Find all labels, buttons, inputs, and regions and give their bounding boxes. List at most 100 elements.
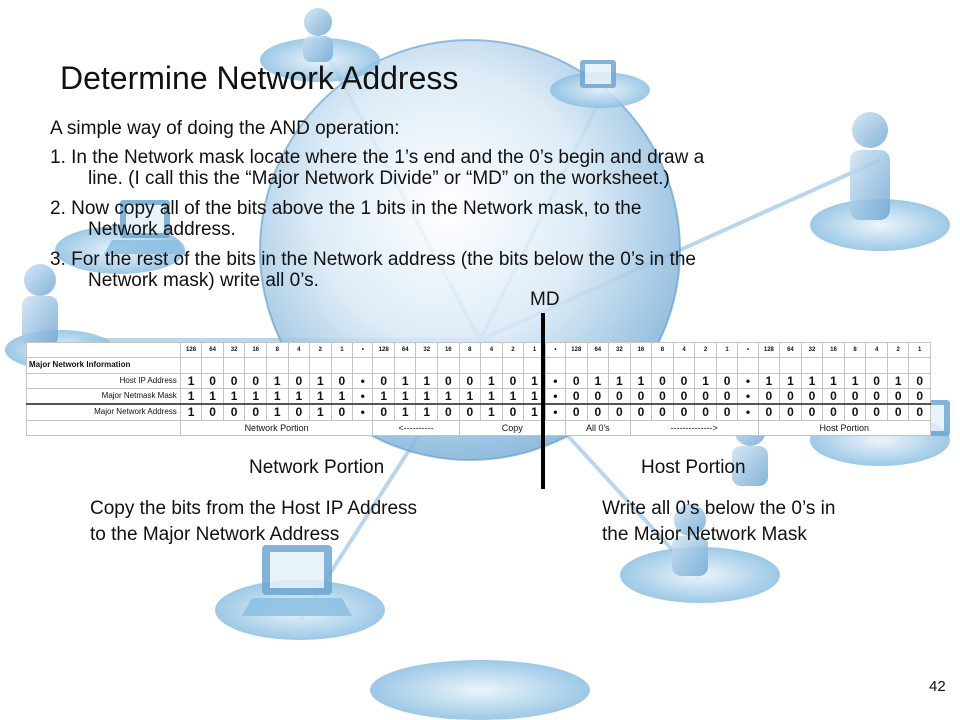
slide-title: Determine Network Address [60, 60, 459, 96]
bit-cell: 1 [393, 387, 417, 406]
step-1-line-1: 1. In the Network mask locate where the … [50, 147, 705, 168]
place-value-cell: 64 [779, 341, 802, 359]
empty-cell [565, 357, 588, 374]
bit-cell: 1 [244, 387, 267, 406]
bit-cell: 0 [651, 372, 674, 389]
bit-cell: 0 [822, 403, 845, 421]
bit-cell: 0 [201, 403, 224, 421]
empty-cell [586, 357, 610, 374]
bit-cell: 1 [480, 372, 503, 389]
footer-arrow-left: <---------- [372, 419, 460, 437]
footer-copy: Copy [458, 419, 567, 437]
bit-cell: 1 [415, 372, 439, 389]
place-value-cell: 4 [672, 341, 696, 359]
place-value-cell: 2 [886, 341, 910, 359]
empty-cell [201, 357, 224, 374]
place-value-cell: 1 [330, 341, 354, 359]
bit-cell: 1 [309, 372, 332, 389]
place-value-cell: 16 [629, 341, 653, 359]
bit-cell: 1 [265, 387, 289, 406]
row-label: Major Network Address [26, 403, 181, 421]
section-header: Major Network Information [26, 357, 181, 374]
bit-cell: 1 [179, 387, 203, 406]
place-value-cell: 2 [309, 341, 332, 359]
octet-separator: • [737, 387, 759, 406]
bit-cell: 0 [694, 403, 717, 421]
step-3: 3. For the rest of the bits in the Netwo… [50, 249, 696, 291]
octet-separator: • [544, 372, 567, 389]
place-value-cell: 64 [393, 341, 417, 359]
bit-cell: 0 [672, 387, 696, 406]
intro-text: A simple way of doing the AND operation: [50, 118, 400, 139]
bit-cell: 0 [908, 403, 931, 421]
place-value-cell: 1 [715, 341, 739, 359]
bit-cell: 1 [265, 372, 289, 389]
octet-separator: • [737, 372, 759, 389]
step-2: 2. Now copy all of the bits above the 1 … [50, 198, 641, 240]
empty-cell [886, 357, 910, 374]
empty-cell [822, 357, 845, 374]
bit-cell: 0 [222, 403, 246, 421]
footer-all-zeros: All 0's [565, 419, 631, 437]
empty-cell [480, 357, 503, 374]
empty-cell [757, 357, 781, 374]
place-value-cell: 4 [287, 341, 311, 359]
empty-cell [222, 357, 246, 374]
octet-separator: • [737, 341, 759, 359]
major-network-divide-line [541, 313, 545, 489]
bit-cell: 0 [757, 387, 781, 406]
bit-cell: 1 [501, 387, 525, 406]
empty-cell [501, 357, 525, 374]
place-value-cell: 16 [437, 341, 460, 359]
section-header-row: Major Network Information [26, 357, 931, 374]
footer-network-portion: Network Portion [179, 419, 374, 437]
host-portion-label: Host Portion [641, 457, 746, 478]
bit-cell: 0 [865, 403, 888, 421]
bit-cell: 0 [244, 403, 267, 421]
bit-cell: 0 [629, 387, 653, 406]
bit-cell: 0 [565, 403, 588, 421]
octet-separator: • [352, 372, 374, 389]
bit-cell: 0 [886, 387, 910, 406]
bit-cell: 1 [800, 372, 824, 389]
md-label: MD [530, 289, 560, 310]
bit-cell: 1 [437, 387, 460, 406]
empty-cell [330, 357, 354, 374]
place-value-cell: 4 [480, 341, 503, 359]
place-value-cell: 8 [843, 341, 867, 359]
bit-cell: 0 [608, 403, 631, 421]
bit-cell: 1 [843, 372, 867, 389]
empty-cell [437, 357, 460, 374]
place-value-cell: 2 [501, 341, 525, 359]
octet-separator: • [352, 341, 374, 359]
bit-cell: 0 [287, 372, 311, 389]
bit-cell: 0 [715, 387, 739, 406]
empty-cell [715, 357, 739, 374]
bit-cell: 0 [222, 372, 246, 389]
step-1: 1. In the Network mask locate where the … [50, 147, 704, 189]
host-portion-description-line-2: the Major Network Mask [602, 524, 807, 545]
empty-cell [544, 357, 567, 374]
bit-cell: 1 [309, 387, 332, 406]
place-value-cell: 64 [201, 341, 224, 359]
bit-cell: 1 [608, 372, 631, 389]
bit-cell: 0 [908, 387, 931, 406]
bit-cell: 0 [779, 387, 802, 406]
octet-separator: • [544, 341, 567, 359]
place-value-cell: 2 [694, 341, 717, 359]
bit-cell: 1 [480, 387, 503, 406]
empty-cell [651, 357, 674, 374]
bit-cell: 0 [586, 403, 610, 421]
empty-cell [309, 357, 332, 374]
bit-cell: 0 [694, 387, 717, 406]
bit-cell: 0 [865, 372, 888, 389]
bit-cell: 0 [372, 403, 395, 421]
bit-cell: 0 [437, 372, 460, 389]
bit-cell: 0 [330, 372, 354, 389]
empty-cell [908, 357, 931, 374]
octet-separator: • [544, 387, 567, 406]
step-2-line-1: 2. Now copy all of the bits above the 1 … [50, 198, 642, 219]
bit-cell: 1 [393, 403, 417, 421]
